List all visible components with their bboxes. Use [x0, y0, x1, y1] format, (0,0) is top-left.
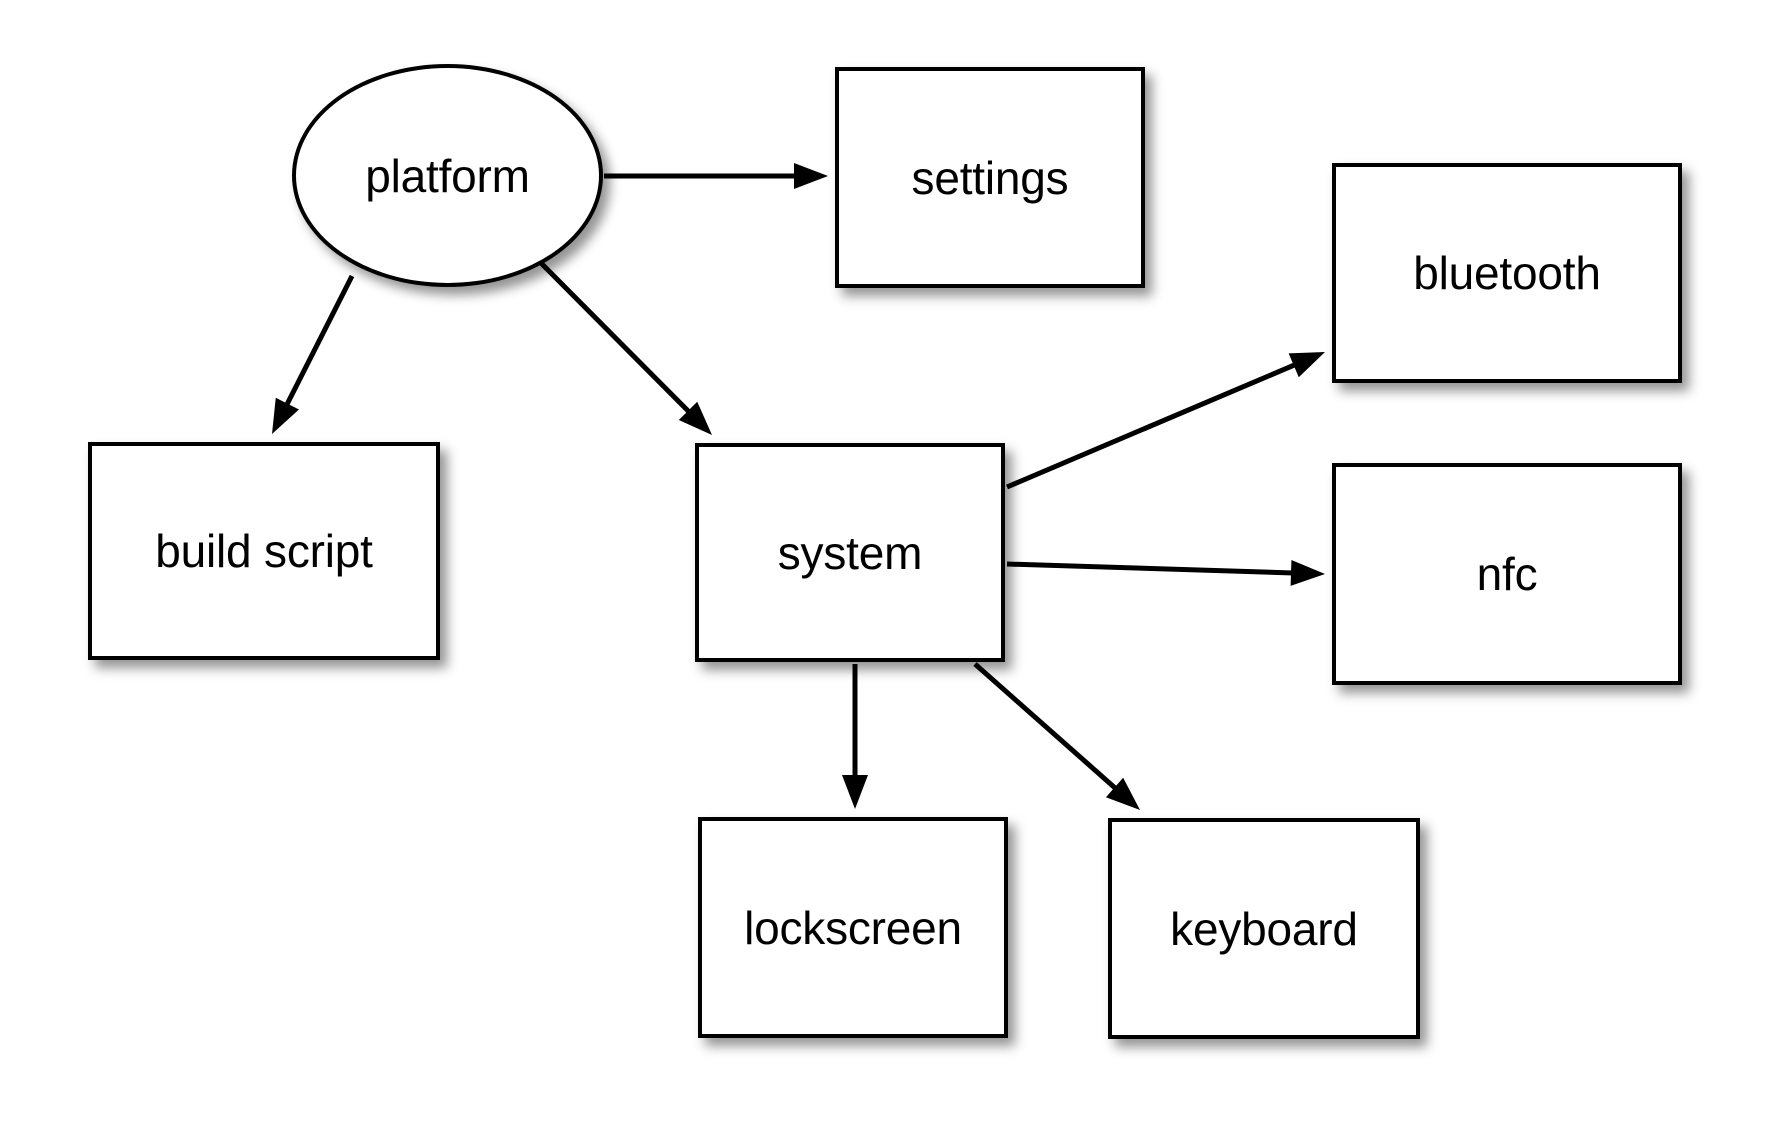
- edge-line: [1006, 360, 1301, 490]
- edge-system-bluetooth: [1006, 352, 1325, 490]
- node-label-keyboard: keyboard: [1170, 902, 1358, 955]
- node-keyboard[interactable]: keyboard: [1108, 818, 1420, 1039]
- arrowhead-icon: [1290, 559, 1325, 586]
- node-label-system: system: [777, 526, 923, 579]
- node-label-bluetooth: bluetooth: [1413, 247, 1601, 299]
- node-build-script[interactable]: build script: [88, 442, 440, 660]
- edge-system-nfc: [1006, 559, 1325, 586]
- edge-system-keyboard: [973, 662, 1140, 810]
- arrowhead-icon: [1105, 777, 1140, 810]
- node-settings[interactable]: settings: [835, 67, 1145, 288]
- node-label-platform: platform: [365, 149, 530, 202]
- node-nfc[interactable]: nfc: [1332, 463, 1682, 685]
- edge-line: [1006, 561, 1298, 576]
- node-bluetooth[interactable]: bluetooth: [1332, 163, 1682, 383]
- node-label-settings: settings: [911, 151, 1069, 204]
- node-lockscreen[interactable]: lockscreen: [698, 817, 1008, 1038]
- node-label-lockscreen: lockscreen: [744, 901, 962, 954]
- edge-line: [973, 662, 1121, 794]
- node-system[interactable]: system: [695, 443, 1005, 662]
- edge-platform-system: [538, 260, 712, 435]
- edge-line: [538, 260, 695, 417]
- edge-system-lockscreen: [842, 664, 868, 809]
- node-label-nfc: nfc: [1476, 548, 1538, 600]
- arrowhead-icon: [842, 775, 868, 809]
- edge-platform-build-script: [272, 274, 355, 434]
- arrowhead-icon: [1288, 352, 1325, 378]
- edge-line: [282, 274, 355, 411]
- node-label-build-script: build script: [155, 525, 373, 577]
- arrowhead-icon: [794, 163, 828, 189]
- arrowhead-icon: [678, 401, 712, 435]
- node-platform[interactable]: platform: [292, 64, 603, 287]
- edge-platform-settings: [604, 163, 828, 189]
- arrowhead-icon: [272, 397, 299, 434]
